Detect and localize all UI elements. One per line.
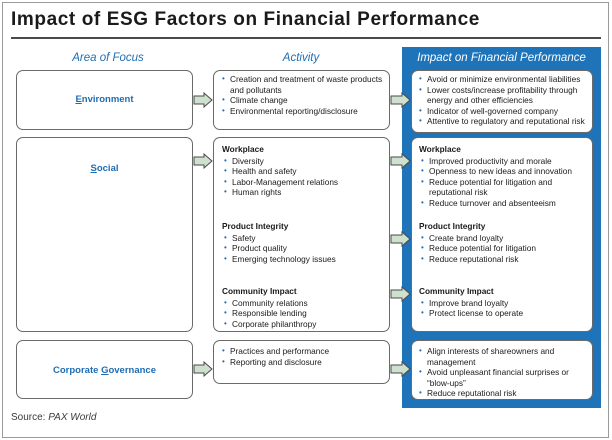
impact-group-workplace: Workplace Improved productivity and mora… bbox=[419, 144, 589, 209]
column-heading-activity: Activity bbox=[282, 52, 320, 64]
source-note: Source: PAX World bbox=[11, 412, 97, 423]
activity-subheading-product-integrity: Product Integrity bbox=[222, 221, 289, 231]
list-item: Reduce reputational risk bbox=[419, 254, 589, 265]
activity-list-workplace: DiversityHealth and safetyLabor-Manageme… bbox=[222, 156, 338, 198]
list-item: Safety bbox=[222, 233, 336, 244]
list-item: Avoid unpleasant financial surprises or … bbox=[417, 367, 586, 388]
impact-box-governance: Align interests of shareowners and manag… bbox=[411, 340, 593, 400]
arrow-icon bbox=[390, 153, 411, 169]
list-item: Creation and treatment of waste products… bbox=[220, 74, 383, 95]
list-item: Labor-Management relations bbox=[222, 177, 338, 188]
list-item: Product quality bbox=[222, 243, 336, 254]
list-item: Improve brand loyalty bbox=[419, 298, 589, 309]
activity-box-governance: Practices and performanceReporting and d… bbox=[213, 340, 390, 384]
impact-box-environment: Avoid or minimize environmental liabilit… bbox=[411, 70, 593, 133]
list-item: Community relations bbox=[222, 298, 316, 309]
list-item: Reduce potential for litigation and repu… bbox=[419, 177, 589, 198]
impact-subheading-product-integrity: Product Integrity bbox=[419, 221, 486, 231]
list-item: Diversity bbox=[222, 156, 338, 167]
activity-list-governance: Practices and performanceReporting and d… bbox=[220, 346, 383, 367]
activity-box-social: Workplace DiversityHealth and safetyLabo… bbox=[213, 137, 390, 332]
activity-list-community-impact: Community relationsResponsible lendingCo… bbox=[222, 298, 316, 330]
focus-box-governance: Corporate Governance bbox=[16, 340, 193, 399]
list-item: Lower costs/increase profitability throu… bbox=[417, 85, 586, 106]
list-item: Align interests of shareowners and manag… bbox=[417, 346, 586, 367]
impact-subheading-workplace: Workplace bbox=[419, 144, 461, 154]
list-item: Avoid or minimize environmental liabilit… bbox=[417, 74, 586, 85]
list-item: Corporate philanthropy bbox=[222, 319, 316, 330]
impact-list-environment: Avoid or minimize environmental liabilit… bbox=[417, 74, 586, 127]
list-item: Reduce potential for litigation bbox=[419, 243, 589, 254]
list-item: Attentive to regulatory and reputational… bbox=[417, 116, 586, 127]
column-heading-focus: Area of Focus bbox=[72, 52, 144, 64]
arrow-icon bbox=[193, 361, 213, 377]
activity-subheading-community-impact: Community Impact bbox=[222, 286, 297, 296]
list-item: Responsible lending bbox=[222, 308, 316, 319]
arrow-icon bbox=[390, 92, 411, 108]
list-item: Climate change bbox=[220, 95, 383, 106]
activity-list-environment: Creation and treatment of waste products… bbox=[220, 74, 383, 116]
column-heading-impact: Impact on Financial Performance bbox=[417, 52, 586, 64]
arrow-icon bbox=[390, 231, 411, 247]
list-item: Emerging technology issues bbox=[222, 254, 336, 265]
arrow-icon bbox=[390, 286, 411, 302]
impact-list-governance: Align interests of shareowners and manag… bbox=[417, 346, 586, 399]
impact-subheading-community-impact: Community Impact bbox=[419, 286, 494, 296]
activity-box-environment: Creation and treatment of waste products… bbox=[213, 70, 390, 130]
focus-label-environment: Environment bbox=[75, 94, 134, 105]
impact-group-community-impact: Community Impact Improve brand loyaltyPr… bbox=[419, 286, 589, 319]
figure-title: Impact of ESG Factors on Financial Perfo… bbox=[11, 9, 480, 30]
impact-box-social: Workplace Improved productivity and mora… bbox=[411, 137, 593, 332]
list-item: Reduce turnover and absenteeism bbox=[419, 198, 589, 209]
arrow-icon bbox=[193, 92, 213, 108]
list-item: Protect license to operate bbox=[419, 308, 589, 319]
focus-box-social: Social bbox=[16, 137, 193, 332]
list-item: Openness to new ideas and innovation bbox=[419, 166, 589, 177]
list-item: Environmental reporting/disclosure bbox=[220, 106, 383, 117]
impact-list-product-integrity: Create brand loyaltyReduce potential for… bbox=[419, 233, 589, 265]
list-item: Human rights bbox=[222, 187, 338, 198]
impact-group-product-integrity: Product Integrity Create brand loyaltyRe… bbox=[419, 221, 589, 264]
focus-label-social: Social bbox=[90, 163, 119, 174]
title-rule bbox=[11, 37, 601, 39]
focus-label-governance: Corporate Governance bbox=[53, 365, 156, 376]
impact-list-workplace: Improved productivity and moraleOpenness… bbox=[419, 156, 589, 209]
list-item: Indicator of well-governed company bbox=[417, 106, 586, 117]
activity-subheading-workplace: Workplace bbox=[222, 144, 264, 154]
list-item: Reporting and disclosure bbox=[220, 357, 383, 368]
arrow-icon bbox=[193, 153, 213, 169]
activity-group-community-impact: Community Impact Community relationsResp… bbox=[222, 286, 316, 329]
focus-box-environment: Environment bbox=[16, 70, 193, 130]
impact-list-community-impact: Improve brand loyaltyProtect license to … bbox=[419, 298, 589, 319]
activity-list-product-integrity: SafetyProduct qualityEmerging technology… bbox=[222, 233, 336, 265]
activity-group-workplace: Workplace DiversityHealth and safetyLabo… bbox=[222, 144, 338, 198]
list-item: Reduce reputational risk bbox=[417, 388, 586, 399]
list-item: Improved productivity and morale bbox=[419, 156, 589, 167]
activity-group-product-integrity: Product Integrity SafetyProduct qualityE… bbox=[222, 221, 336, 264]
list-item: Health and safety bbox=[222, 166, 338, 177]
list-item: Create brand loyalty bbox=[419, 233, 589, 244]
list-item: Practices and performance bbox=[220, 346, 383, 357]
arrow-icon bbox=[390, 361, 411, 377]
